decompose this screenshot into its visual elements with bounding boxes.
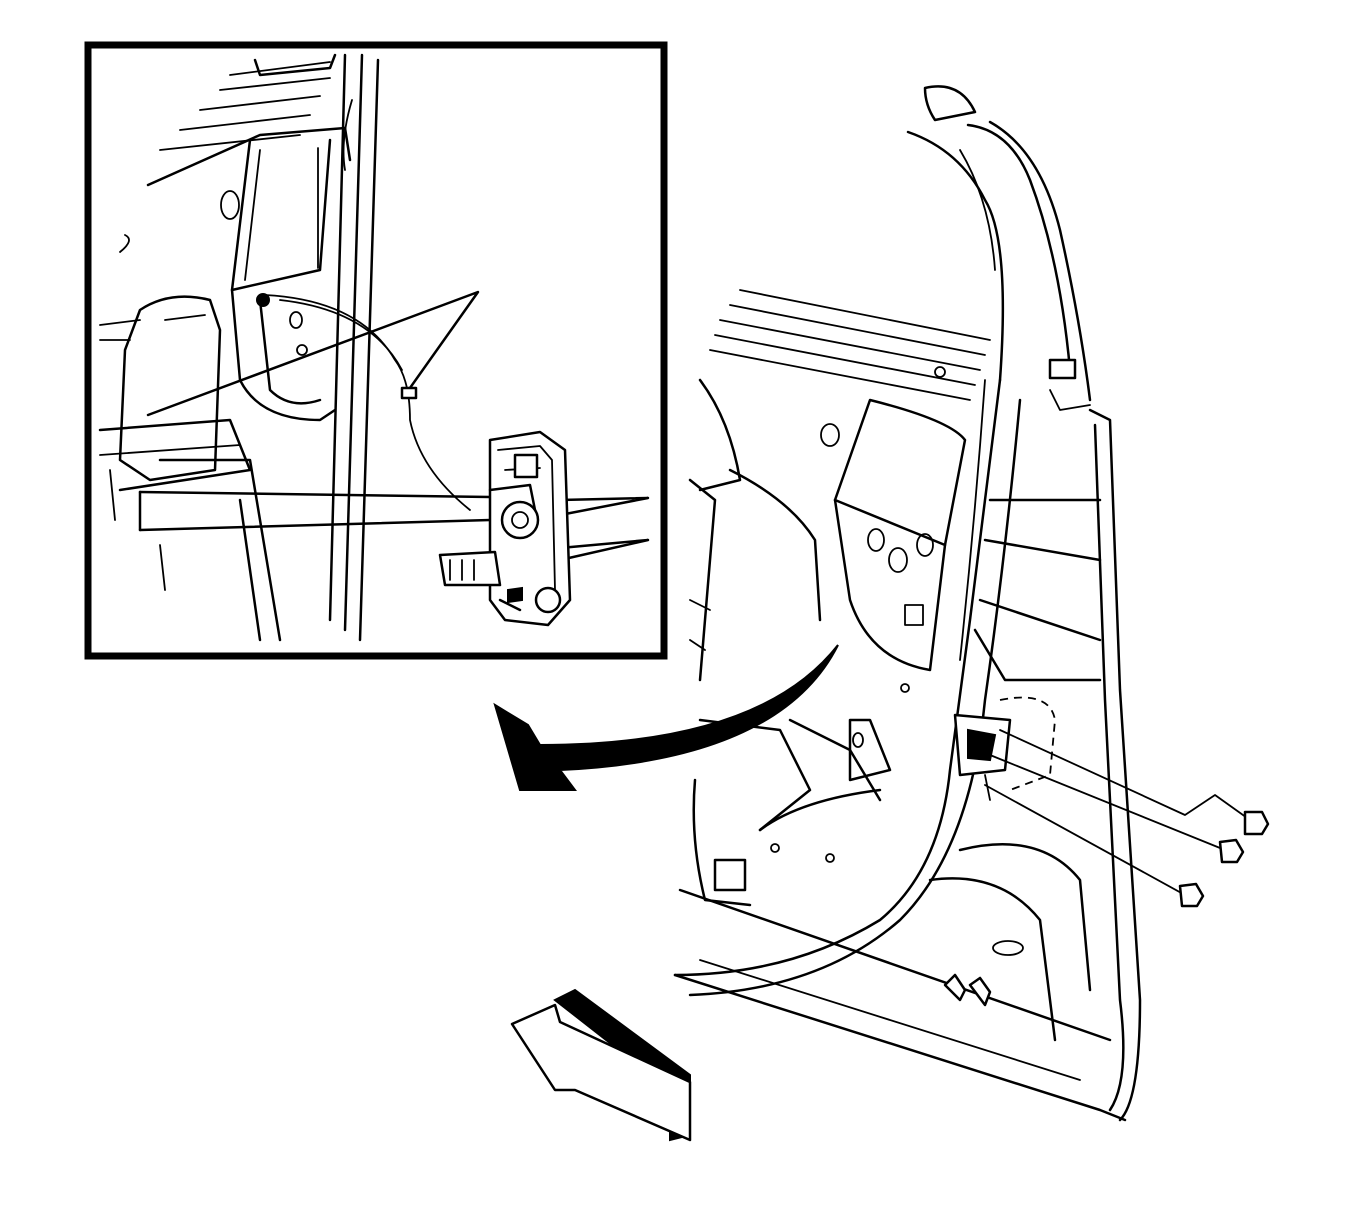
curved-callout-arrow — [493, 644, 839, 791]
latch-bolt — [1218, 838, 1245, 864]
viewing-direction-arrow — [510, 988, 692, 1142]
door-assembly — [673, 85, 1270, 1122]
latch-detail — [438, 430, 572, 627]
door-latch — [953, 696, 1056, 801]
inset-frame — [84, 41, 668, 660]
inset-drawing — [98, 53, 650, 642]
latch-bolt — [1178, 882, 1205, 908]
detail-inset — [84, 41, 668, 660]
latch-bolt — [1243, 810, 1270, 836]
